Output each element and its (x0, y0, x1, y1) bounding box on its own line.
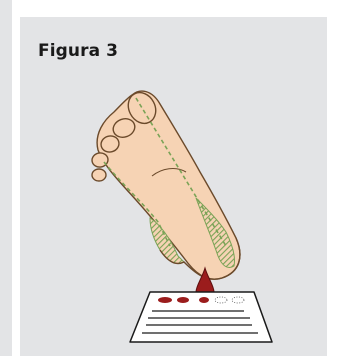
heel-zone-lateral (195, 197, 235, 269)
left-margin-bar (0, 0, 12, 356)
figure-caption: Figura 3 (38, 41, 119, 61)
dashed-guide-lines (103, 97, 227, 247)
card-form-lines (142, 310, 258, 334)
blood-spot (199, 297, 209, 303)
blood-spot (177, 297, 189, 303)
sole-crease (151, 167, 187, 177)
heel-outline (159, 237, 241, 280)
blood-spot (158, 297, 172, 303)
collection-card (129, 291, 273, 343)
empty-spot (231, 296, 245, 304)
foot-toes (91, 91, 157, 182)
empty-spot (214, 296, 228, 304)
